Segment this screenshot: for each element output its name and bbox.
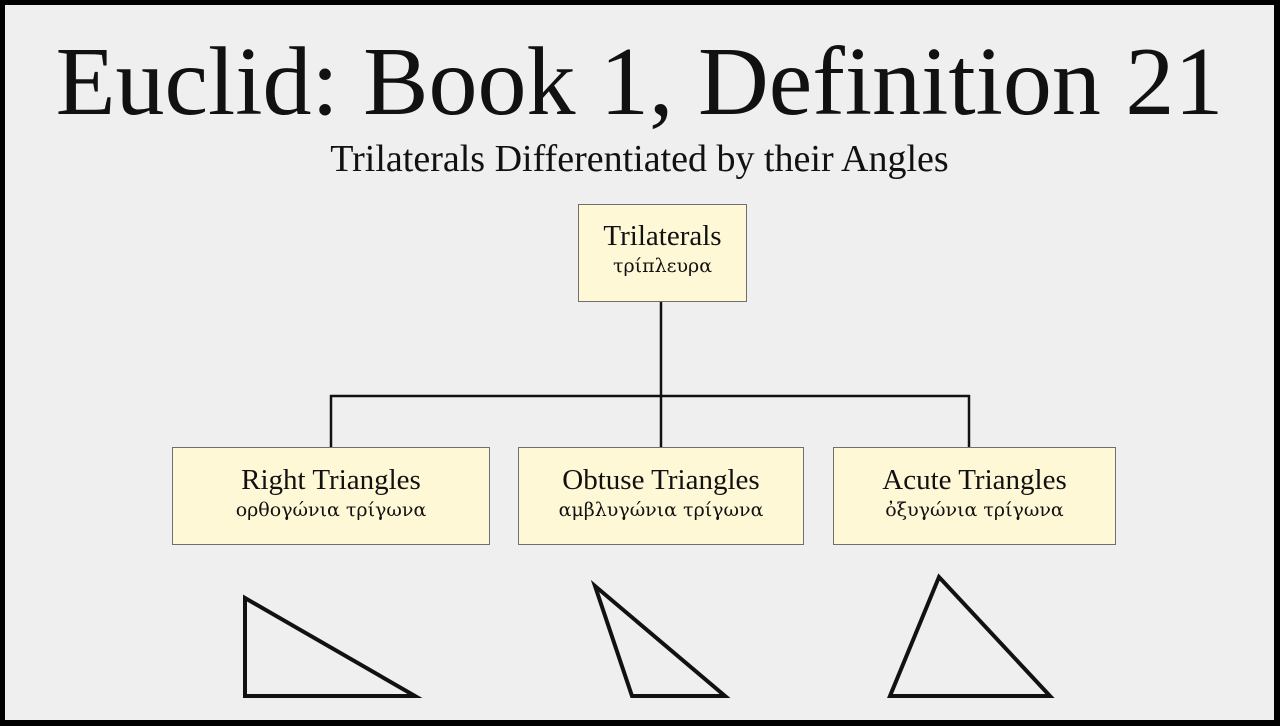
- node-trilaterals-label: Trilaterals: [603, 220, 722, 252]
- connector-lines: [329, 302, 971, 447]
- diagram-subtitle: Trilaterals Differentiated by their Angl…: [330, 138, 949, 180]
- node-acute-triangles-greek: ὀξυγώνια τρίγωνα: [885, 499, 1064, 521]
- obtuse-triangle-shape: [590, 579, 731, 698]
- node-right-triangles-greek: ορθογώνια τρίγωνα: [235, 499, 427, 521]
- diagram-title: Euclid: Book 1, Definition 21: [55, 28, 1224, 136]
- node-trilaterals-greek: τρίπλευρα: [612, 255, 713, 277]
- node-right-triangles-label: Right Triangles: [241, 464, 421, 496]
- node-obtuse-triangles-label: Obtuse Triangles: [562, 464, 760, 496]
- acute-triangle-shape: [887, 573, 1055, 698]
- diagram-frame: Euclid: Book 1, Definition 21 Trilateral…: [5, 5, 1274, 720]
- right-triangle-shape: [243, 594, 423, 698]
- node-acute-triangles: Acute Triangles ὀξυγώνια τρίγωνα: [833, 447, 1116, 545]
- node-trilaterals: Trilaterals τρίπλευρα: [578, 204, 747, 302]
- node-obtuse-triangles-greek: αμβλυγώνια τρίγωνα: [558, 499, 764, 521]
- node-acute-triangles-label: Acute Triangles: [882, 464, 1067, 496]
- node-obtuse-triangles: Obtuse Triangles αμβλυγώνια τρίγωνα: [518, 447, 804, 545]
- triangle-illustrations: [243, 573, 1055, 698]
- node-right-triangles: Right Triangles ορθογώνια τρίγωνα: [172, 447, 490, 545]
